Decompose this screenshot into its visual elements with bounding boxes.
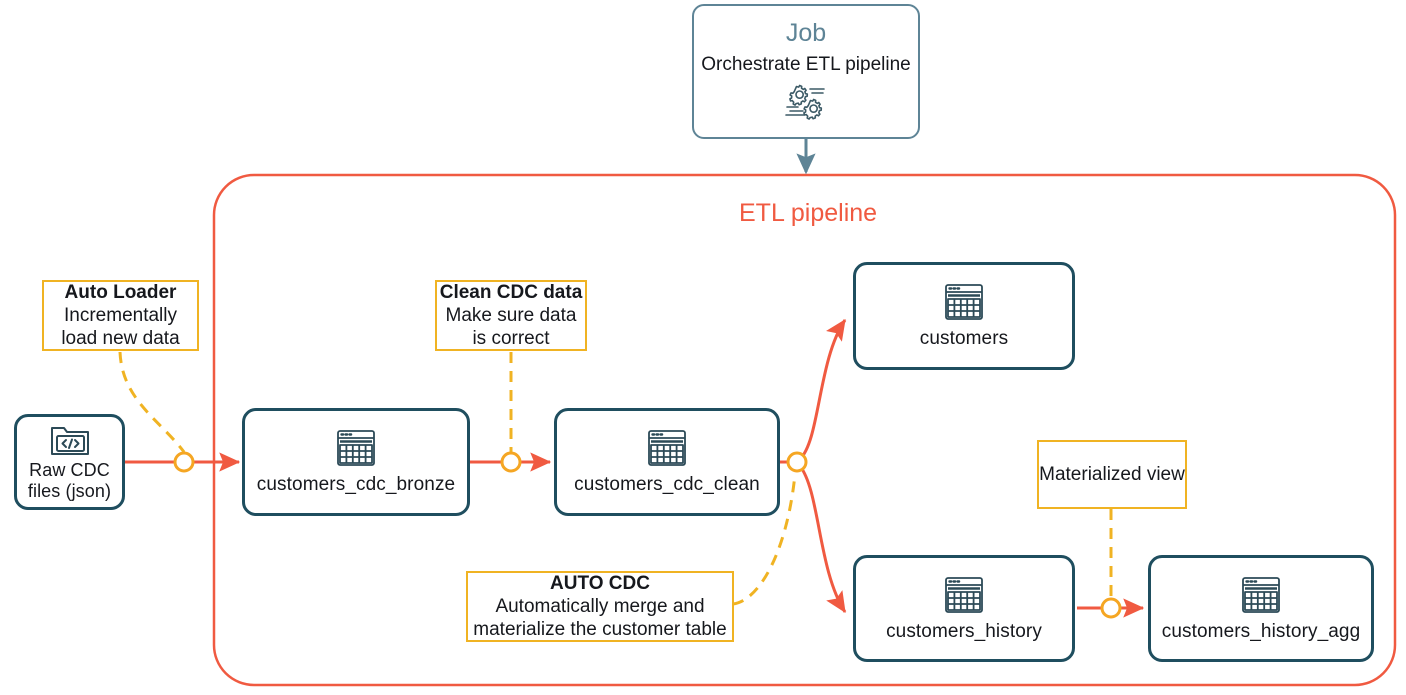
node-label: customers_cdc_clean <box>574 474 760 496</box>
annotation-title: Auto Loader <box>64 281 177 303</box>
folder-code-icon <box>49 422 91 458</box>
annotation-line: load new data <box>61 328 180 350</box>
node-customers-cdc-bronze[interactable]: customers_cdc_bronze <box>242 408 470 516</box>
node-customers-history[interactable]: customers_history <box>853 555 1075 662</box>
junction-clean-cdc <box>500 451 522 473</box>
table-icon <box>335 428 377 468</box>
gears-workflow-icon <box>784 83 828 121</box>
node-customers-cdc-clean[interactable]: customers_cdc_clean <box>554 408 780 516</box>
annotation-line: Materialized view <box>1039 463 1185 485</box>
annotation-line: is correct <box>472 328 550 350</box>
junction-materialized-view <box>1100 597 1122 619</box>
connector-auto-loader <box>118 351 186 453</box>
node-raw-cdc-files[interactable]: Raw CDC files (json) <box>14 414 125 510</box>
table-icon <box>646 428 688 468</box>
annotation-line: Automatically merge and <box>495 595 705 617</box>
job-subtitle: Orchestrate ETL pipeline <box>701 54 911 75</box>
annotation-auto-cdc: AUTO CDC Automatically merge and materia… <box>466 571 734 642</box>
node-label: customers_cdc_bronze <box>256 474 456 496</box>
table-icon <box>943 575 985 615</box>
annotation-line: Make sure data <box>445 304 577 326</box>
annotation-line: Incrementally <box>64 304 177 326</box>
annotation-title: AUTO CDC <box>550 572 650 594</box>
pipeline-title: ETL pipeline <box>739 199 878 227</box>
node-label-line2: files (json) <box>27 481 112 501</box>
annotation-materialized-view: Materialized view <box>1037 440 1187 509</box>
flow-clean-to-customers-history <box>798 465 847 614</box>
job-card[interactable]: Job Orchestrate ETL pipeline <box>692 4 920 139</box>
node-label: customers_history <box>886 620 1042 642</box>
node-customers[interactable]: customers <box>853 262 1075 370</box>
annotation-auto-loader: Auto Loader Incrementally load new data <box>42 280 199 351</box>
junction-auto-cdc <box>786 451 808 473</box>
table-icon <box>1240 575 1282 615</box>
node-customers-history-agg[interactable]: customers_history_agg <box>1148 555 1374 662</box>
annotation-clean-cdc-data: Clean CDC data Make sure data is correct <box>435 280 587 351</box>
node-label: customers <box>919 328 1009 350</box>
flow-clean-to-customers <box>798 319 847 461</box>
annotation-title: Clean CDC data <box>439 281 583 303</box>
annotation-line: materialize the customer table <box>473 619 727 641</box>
table-icon <box>943 282 985 322</box>
node-label: customers_history_agg <box>1161 620 1361 642</box>
job-title: Job <box>785 19 827 47</box>
junction-auto-loader <box>173 451 195 473</box>
node-label-line1: Raw CDC <box>29 459 110 480</box>
